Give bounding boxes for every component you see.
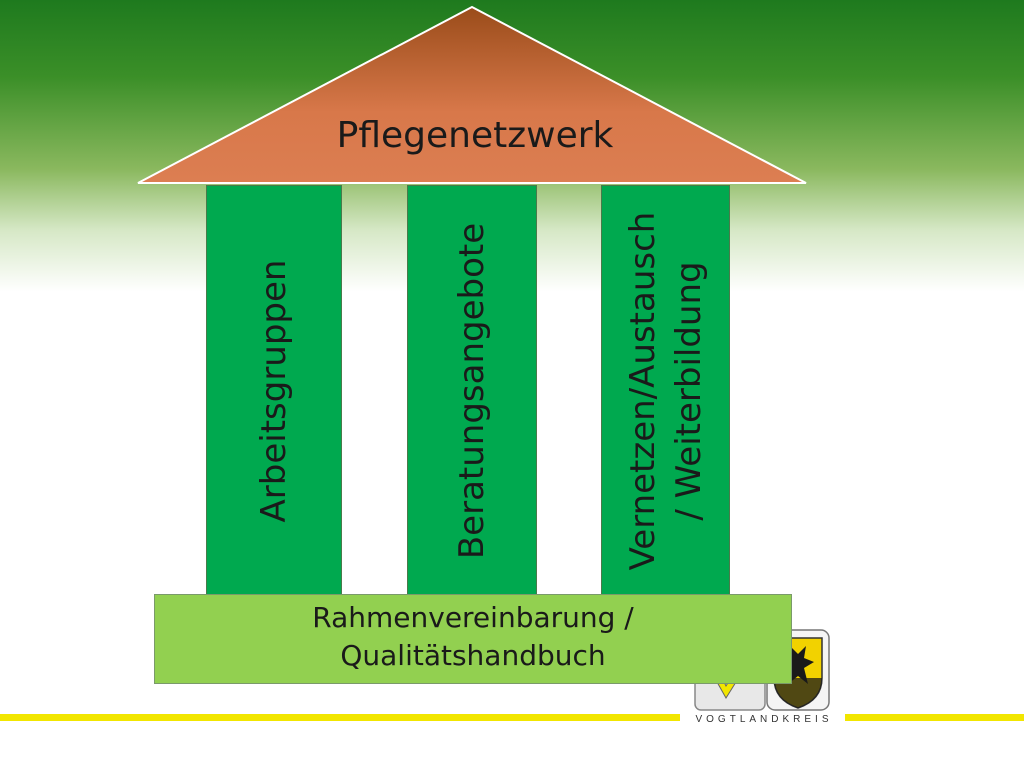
pillar-arbeitsgruppen: Arbeitsgruppen [206,185,342,597]
pillar-beratungsangebote: Beratungsangebote [407,185,537,597]
foundation-base: Rahmenvereinbarung / Qualitätshandbuch [154,594,792,684]
footer-stripe-right [845,714,1024,721]
logo-caption: VOGTLANDKREIS [695,714,833,725]
footer-stripe [0,714,680,721]
roof-label: Pflegenetzwerk [336,115,614,156]
roof-triangle [137,5,807,184]
pillar-vernetzen: Vernetzen/Austausch / Weiterbildung [601,185,730,597]
pillar-label: Beratungsangebote [452,222,492,560]
pillar-label: Arbeitsgruppen [254,259,294,523]
pillar-label-line-2: / Weiterbildung [668,261,709,521]
base-label-line-2: Qualitätshandbuch [340,639,606,672]
base-label-line-1: Rahmenvereinbarung / [312,601,634,634]
pillar-label-line-1: Vernetzen/Austausch [622,211,663,571]
